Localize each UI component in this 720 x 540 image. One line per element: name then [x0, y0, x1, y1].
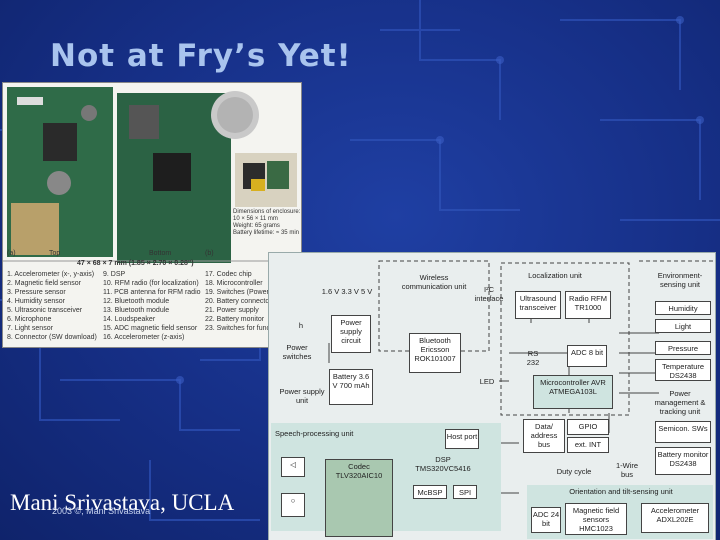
- legend-1-0: 1. Accelerometer (x-, y-axis): [7, 271, 95, 278]
- board-dimensions: 47 × 68 × 7 mm (1.85 × 2.70 × 0.28"): [77, 260, 194, 267]
- legend-1-3: 4. Humidity sensor: [7, 298, 65, 305]
- hostport-box: Host port: [445, 429, 479, 449]
- legend-2-3: 12. Bluetooth module: [103, 298, 170, 305]
- radio-box: Radio RFM TR1000: [565, 291, 611, 319]
- dsp-label: DSP TMS320VC5416: [415, 455, 471, 473]
- microphone-icon: ○: [281, 493, 305, 517]
- extint-box: ext. INT: [567, 437, 609, 453]
- wireless-label: Wireless communication unit: [401, 273, 467, 291]
- accelerometer-box: Accelerometer ADXL202E: [641, 503, 709, 533]
- caption-top: Top: [49, 250, 61, 257]
- legend-1-7: 8. Connector (SW download): [7, 334, 97, 341]
- speaker-icon: ◁: [281, 457, 305, 477]
- semicon-box: Semicon. SWs: [655, 421, 711, 443]
- gpio-box: GPIO: [567, 419, 609, 435]
- legend-3-2: 19. Switches (Power, Reset): [205, 289, 293, 296]
- bluetooth-box: Bluetooth Ericsson ROK101007: [409, 333, 461, 373]
- footer-date: 2003 ©, Mani Srivastava: [52, 506, 151, 516]
- legend-1-1: 2. Magnetic field sensor: [7, 280, 81, 287]
- power-mgmt-label: Power management & tracking unit: [654, 389, 706, 416]
- legend-3-3: 20. Battery connector: [205, 298, 272, 305]
- speech-label: Speech-processing unit: [275, 429, 354, 438]
- mcu-box: Microcontroller AVR ATMEGA103L: [533, 375, 613, 409]
- led-label: LED: [479, 377, 495, 386]
- legend-1-6: 7. Light sensor: [7, 325, 53, 332]
- voltages: 1.6 V 3.3 V 5 V: [321, 287, 373, 296]
- env-unit-label: Environment-sensing unit: [657, 271, 703, 289]
- orientation-label: Orientation and tilt-sensing unit: [569, 487, 673, 496]
- legend-2-6: 15. ADC magnetic field sensor: [103, 325, 198, 332]
- footer-author: Mani Srivastava, UCLA: [10, 490, 235, 515]
- localization-label: Localization unit: [528, 271, 582, 280]
- caption-b: (b): [205, 250, 214, 257]
- legend-3-0: 17. Codec chip: [205, 271, 252, 278]
- caption-a: (a): [7, 250, 16, 257]
- legend-2-2: 11. PCB antenna for RFM radio: [103, 289, 201, 296]
- humidity-box: Humidity: [655, 301, 711, 315]
- codec-box: Codec TLV320AIC10: [325, 459, 393, 537]
- legend-1-5: 6. Microphone: [7, 316, 52, 323]
- enclosure-1: 10 × 56 × 11 mm: [233, 216, 278, 222]
- legend-3-4: 21. Power supply: [205, 307, 259, 314]
- spi-box: SPI: [453, 485, 477, 499]
- duty-cycle: Duty cycle: [556, 467, 592, 476]
- pressure-box: Pressure: [655, 341, 711, 355]
- caption-bottom: Bottom: [149, 250, 172, 257]
- power-switches: Power switches: [282, 343, 312, 361]
- enclosure-0: Dimensions of enclosure:: [233, 209, 301, 215]
- legend-2-5: 14. Loudspeaker: [103, 316, 156, 323]
- battery-monitor-box: Battery monitor DS2438: [655, 447, 711, 475]
- legend-2-4: 13. Bluetooth module: [103, 307, 170, 314]
- battery-box: Battery 3.6 V 700 mAh: [329, 369, 373, 405]
- enclosure-3: Battery lifetime: ≈ 35 min: [233, 230, 299, 236]
- mcbsp-box: McBSP: [413, 485, 447, 499]
- legend-2-0: 9. DSP: [103, 271, 126, 278]
- temperature-box: Temperature DS2438: [655, 359, 711, 381]
- block-diagram: Wireless communication unit Bluetooth Er…: [268, 252, 716, 540]
- onewire-bus: 1-Wire bus: [615, 461, 639, 479]
- slide-title: Not at Fry’s Yet!: [50, 38, 352, 74]
- light-box: Light: [655, 319, 711, 333]
- sensor-board-photo: (a) Top Bottom (b) 47 × 68 × 7 mm (1.85 …: [2, 82, 304, 348]
- ultrasound-box: Ultrasound transceiver: [515, 291, 561, 319]
- i2c-interface: I²C interface: [474, 285, 504, 303]
- rs232-label: RS 232: [526, 349, 540, 367]
- enclosure-2: Weight: 65 grams: [233, 223, 280, 229]
- legend-3-1: 18. Microcontroller: [205, 280, 263, 287]
- switch-fragment: h: [298, 321, 304, 330]
- adc8-box: ADC 8 bit: [567, 345, 607, 367]
- power-supply-unit: Power supply unit: [279, 387, 325, 405]
- legend-2-1: 10. RFM radio (for localization): [103, 280, 199, 287]
- magnetic-box: Magnetic field sensors HMC1023: [565, 503, 627, 535]
- legend-1-4: 5. Ultrasonic transceiver: [7, 307, 83, 314]
- legend-3-6: 23. Switches for functional units: [205, 325, 304, 332]
- legend-1-2: 3. Pressure sensor: [7, 289, 66, 296]
- adc24-box: ADC 24 bit: [531, 507, 561, 533]
- legend-3-5: 22. Battery monitor: [205, 316, 265, 323]
- legend-2-7: 16. Accelerometer (z-axis): [103, 334, 185, 341]
- data-bus-box: Data/ address bus: [523, 419, 565, 453]
- power-supply-circuit: Power supply circuit: [331, 315, 371, 353]
